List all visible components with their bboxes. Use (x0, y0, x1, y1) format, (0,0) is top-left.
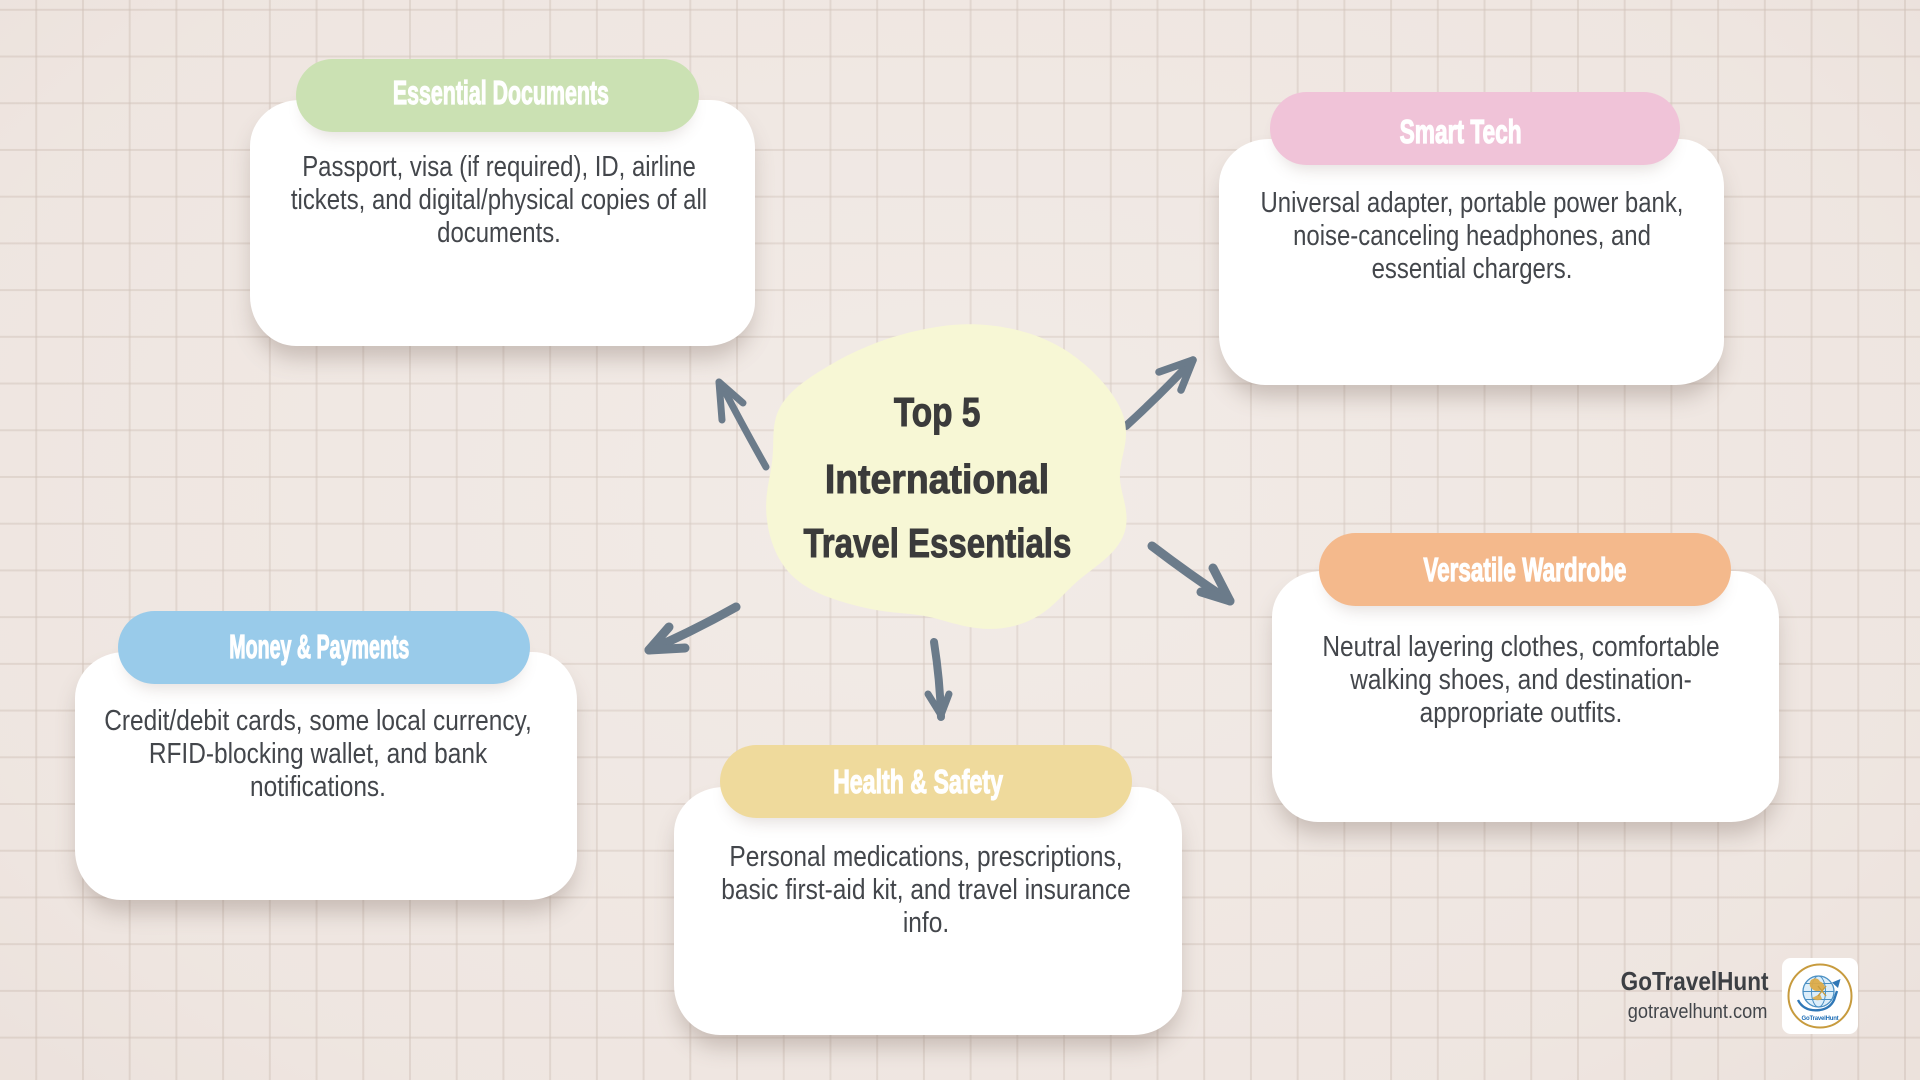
svg-text:GoTravelHunt: GoTravelHunt (1802, 1016, 1839, 1022)
